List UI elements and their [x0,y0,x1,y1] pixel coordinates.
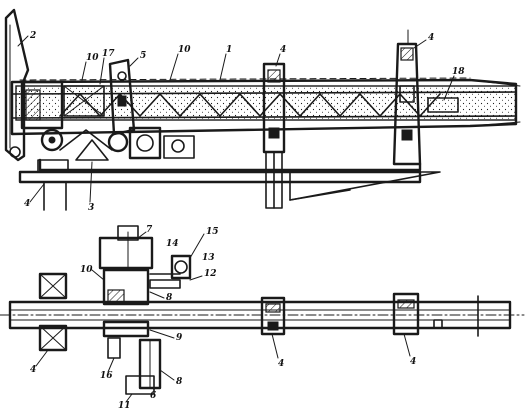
drive-mechanism [40,126,195,161]
callout-side-10b: 10 [178,45,191,55]
callout-side-18: 18 [452,67,465,77]
side-view: 2 10 17 5 10 1 4 4 18 4 3 [4,8,521,213]
callout-plan-16: 16 [100,371,113,381]
callout-side-4c: 4 [24,199,30,209]
callout-plan-4a: 4 [30,365,36,375]
callout-side-2: 2 [29,31,36,41]
callout-plan-15: 15 [206,227,219,237]
plan-column-1 [260,296,286,336]
callout-side-1: 1 [226,45,232,55]
plan-view: 7 14 15 13 12 10 8 9 16 8 11 4 4 4 6 [0,225,525,410]
upright-frame [108,58,136,136]
head-housing [20,80,105,130]
callout-plan-4c: 4 [410,357,416,367]
callout-side-4a: 4 [280,45,286,55]
callout-plan-12: 12 [204,269,217,279]
plan-carriage-left [38,272,68,352]
callout-plan-8a: 8 [166,293,173,303]
callout-plan-13: 13 [202,253,215,263]
callout-plan-7: 7 [146,225,153,235]
callout-plan-10: 10 [80,265,93,275]
callout-plan-14: 14 [166,239,179,249]
plan-column-2 [392,292,443,336]
callout-side-3: 3 [88,203,94,213]
support-column-1 [262,62,286,209]
callout-plan-8b: 8 [176,377,183,387]
callout-side-5: 5 [140,51,146,61]
callout-plan-9: 9 [176,333,183,343]
callout-side-17: 17 [102,49,115,59]
conveyor-boom [10,77,521,136]
callout-side-4b: 4 [428,33,434,43]
callout-side-10a: 10 [86,53,99,63]
plan-drive-cluster [98,225,192,395]
callout-plan-6: 6 [150,391,157,401]
callout-plan-4b: 4 [278,359,284,369]
callout-plan-11: 11 [118,401,131,410]
base-frame [18,158,441,211]
tilting-head [4,8,30,162]
